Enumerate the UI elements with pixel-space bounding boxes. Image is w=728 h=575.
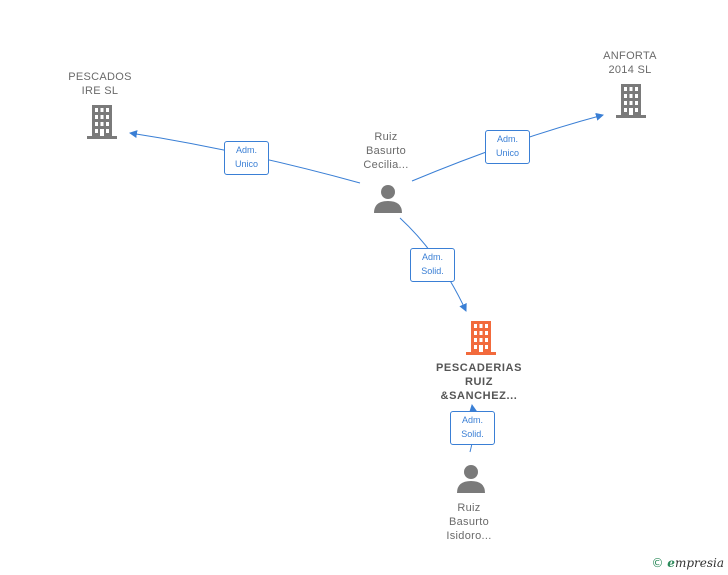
edge-label-line1: Adm. [461,415,483,425]
edge-label-line1: Adm. [496,134,518,144]
node-ruiz-isidoro-label[interactable]: Ruiz Basurto Isidoro... [419,501,519,543]
building-icon[interactable] [615,84,647,118]
node-pescaderias-line2: RUIZ [464,376,494,388]
node-ruiz-isidoro-line3: Isidoro... [446,530,492,542]
node-ruiz-isidoro-line1: Ruiz [457,502,481,514]
edge-label-line2: Unico [234,159,258,169]
building-icon[interactable] [86,105,118,139]
node-anforta-label[interactable]: ANFORTA 2014 SL [580,49,680,77]
node-pescados-line1: PESCADOS [68,71,132,83]
edge-label-line2: Solid. [421,266,444,276]
node-ruiz-cecilia-label[interactable]: Ruiz Basurto Cecilia... [336,130,436,172]
brand-logo: © empresia [651,556,724,570]
node-ruiz-cecilia-line1: Ruiz [374,131,398,143]
copyright-symbol: © [651,556,664,570]
edge-label-to-pescados[interactable]: Adm. Unico [224,141,269,175]
person-icon[interactable] [373,184,403,214]
node-pescados-label[interactable]: PESCADOS IRE SL [50,70,150,98]
node-pescados-line2: IRE SL [81,85,119,97]
building-icon[interactable] [465,321,497,355]
brand-rest: mpresia [674,556,724,570]
node-pescaderias-line3: &SANCHEZ... [440,390,518,402]
edge-label-line2: Unico [495,148,519,158]
node-anforta-line2: 2014 SL [608,64,652,76]
edge-label-to-anforta[interactable]: Adm. Unico [485,130,530,164]
node-pescaderias-line1: PESCADERIAS [435,362,523,374]
node-ruiz-cecilia-line3: Cecilia... [363,159,409,171]
brand-e: e [667,556,675,570]
edge-label-line1: Adm. [235,145,257,155]
node-ruiz-cecilia-line2: Basurto [365,145,406,157]
node-pescaderias-label[interactable]: PESCADERIAS RUIZ &SANCHEZ... [419,361,539,403]
edge-label-to-pescaderias[interactable]: Adm. Solid. [410,248,455,282]
node-ruiz-isidoro-line2: Basurto [448,516,489,528]
person-icon[interactable] [456,464,486,494]
edge-label-isidoro-to-pescaderias[interactable]: Adm. Solid. [450,411,495,445]
node-anforta-line1: ANFORTA [603,50,657,62]
edge-label-line1: Adm. [421,252,443,262]
edge-label-line2: Solid. [461,429,484,439]
